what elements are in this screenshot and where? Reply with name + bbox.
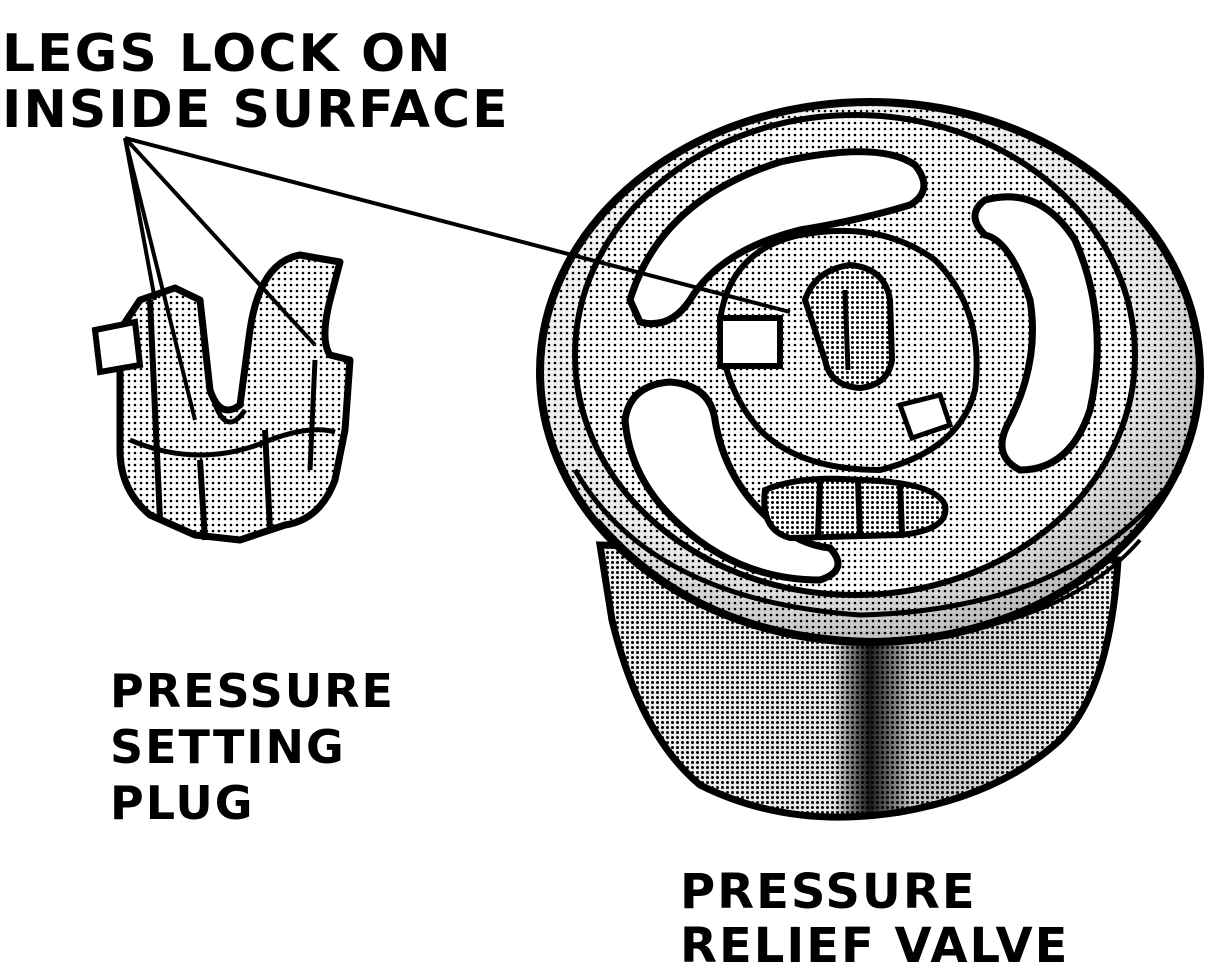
valve-slot-top [626,148,928,328]
valve-plug-block [717,315,783,369]
valve-vent-bar-2 [855,479,863,537]
valve-stem-groove [842,289,851,371]
plug-leg-line-4 [129,427,336,458]
setting-plug-label-line-2: SETTING [110,720,346,774]
relief-valve [536,98,1204,821]
setting-plug-label: PRESSURE SETTING PLUG [110,668,395,836]
valve-side-lug [896,392,954,442]
leader-lines [123,136,791,421]
plug-leg-line-1 [147,299,163,521]
relief-valve-label-line-1: PRESSURE [680,864,977,920]
plug-leg-line-3 [262,429,273,531]
valve-vent [761,475,949,542]
plug-leg-line-2 [197,459,208,541]
valve-slot-right [971,193,1101,474]
leader-to-plug-leg-right [123,136,317,347]
legs-callout-label: LEGS LOCK ON INSIDE SURFACE [2,28,510,140]
valve-vent-bar-3 [897,482,905,535]
leader-to-valve-surface [124,136,791,314]
valve-slot-bottom [621,378,842,584]
relief-valve-label-line-2: RELIEF VALVE [680,918,1070,974]
valve-flange-rim [572,468,1183,618]
leader-to-plug-leg-center [123,137,197,421]
legs-callout-line-2: INSIDE SURFACE [2,80,510,140]
setting-plug-label-line-3: PLUG [110,776,255,830]
plug-body [116,251,354,544]
legs-callout-line-1: LEGS LOCK ON [2,24,453,84]
plug-leg-line-5 [307,359,318,471]
setting-plug-label-line-1: PRESSURE [110,664,395,718]
valve-vent-bar-1 [815,481,823,537]
plug-left-tab [91,318,144,376]
plug-notch [209,394,248,425]
valve-flange-rim-lower [596,518,1142,643]
setting-plug [91,251,354,544]
relief-valve-label: PRESSURE RELIEF VALVE [680,868,1069,976]
